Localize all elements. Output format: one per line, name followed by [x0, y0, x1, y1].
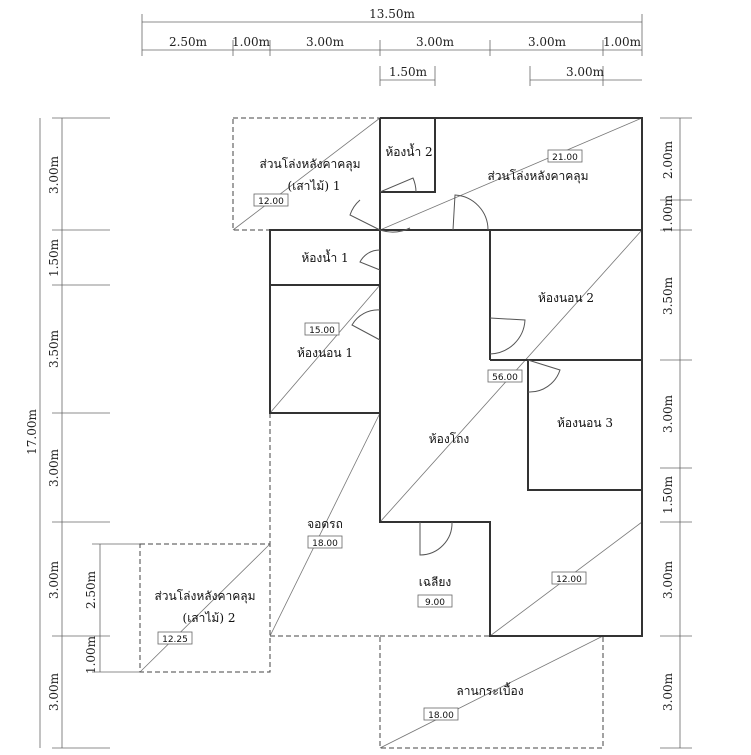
dim-top-5: 3.00m [528, 35, 567, 49]
dim-right-2: 1.00m [661, 194, 675, 233]
bed3-label: ห้องนอน 3 [557, 416, 613, 430]
bed1-area: 15.00 [309, 326, 335, 336]
garden2-area: 12.25 [162, 635, 188, 645]
dim-right-4: 3.00m [661, 394, 675, 433]
dim-top-1: 2.50m [169, 35, 208, 49]
garden2-label-line1: ส่วนโล่งหลังคาคลุม [154, 589, 255, 604]
dim-overall-width: 13.50m [369, 7, 415, 21]
dim-top-4: 3.00m [416, 35, 455, 49]
dim-left-6: 3.00m [47, 672, 61, 711]
dim-top-6: 1.00m [603, 35, 642, 49]
open-areas [139, 117, 604, 749]
bath1-label: ห้องน้ำ 1 [301, 249, 348, 265]
dim-left-inner-1: 2.50m [84, 570, 98, 609]
dim-second-2: 3.00m [566, 65, 605, 79]
dim-right-7: 3.00m [661, 672, 675, 711]
garden1-label-line1: ส่วนโล่งหลังคาคลุม [259, 157, 360, 172]
dim-top-2: 1.00m [232, 35, 271, 49]
dim-right-6: 3.00m [661, 560, 675, 599]
tile-yard-area: 18.00 [428, 711, 454, 721]
right-dimensions: 2.00m 1.00m 3.50m 3.00m 1.50m 3.00m 3.00… [660, 117, 692, 749]
hall-area: 56.00 [492, 373, 518, 383]
carport-label: จอดรถ [307, 517, 343, 531]
top-dimensions: 13.50m 2.50m 1.00m 3.00m 3.00m 3.00m 1.0… [141, 7, 643, 86]
dim-left-2: 1.50m [47, 238, 61, 277]
garden1-area: 12.00 [258, 197, 284, 207]
terrace-label: เฉลียง [419, 575, 452, 589]
dim-second-1: 1.50m [389, 65, 428, 79]
hall-label: ห้องโถง [429, 432, 470, 446]
dim-top-3: 3.00m [306, 35, 345, 49]
left-dimensions: 17.00m 3.00m 1.50m 3.50m 3.00m 3.00m 3.0… [25, 117, 140, 749]
walls [269, 117, 643, 637]
room-labels: ส่วนโล่งหลังคาคลุม (เสาไม้) 1 12.00 ห้อง… [154, 143, 613, 721]
area-diagonals [139, 117, 643, 749]
dim-left-inner-2: 1.00m [84, 635, 98, 674]
dim-left-3: 3.50m [47, 329, 61, 368]
bed2-label: ห้องนอน 2 [538, 291, 594, 305]
dim-right-1: 2.00m [661, 140, 675, 179]
dim-overall-height: 17.00m [25, 409, 39, 455]
dim-left-1: 3.00m [47, 155, 61, 194]
bath2-label: ห้องน้ำ 2 [385, 143, 432, 159]
bed1-label: ห้องนอน 1 [297, 346, 353, 360]
dim-left-5: 3.00m [47, 560, 61, 599]
dim-right-3: 3.50m [661, 276, 675, 315]
terrace-area: 9.00 [425, 598, 445, 608]
tile-yard-label: ลานกระเบื้อง [456, 682, 523, 698]
doors [349, 177, 561, 556]
open-area-label: ส่วนโล่งหลังคาคลุม [487, 169, 588, 184]
dim-left-4: 3.00m [47, 448, 61, 487]
garden1-label-line2: (เสาไม้) 1 [288, 179, 341, 193]
garden2-label-line2: (เสาไม้) 2 [183, 611, 236, 625]
carport-area: 18.00 [312, 539, 338, 549]
dim-right-5: 1.50m [661, 475, 675, 514]
open-area-value: 21.00 [552, 153, 578, 163]
right-area: 12.00 [556, 575, 582, 585]
